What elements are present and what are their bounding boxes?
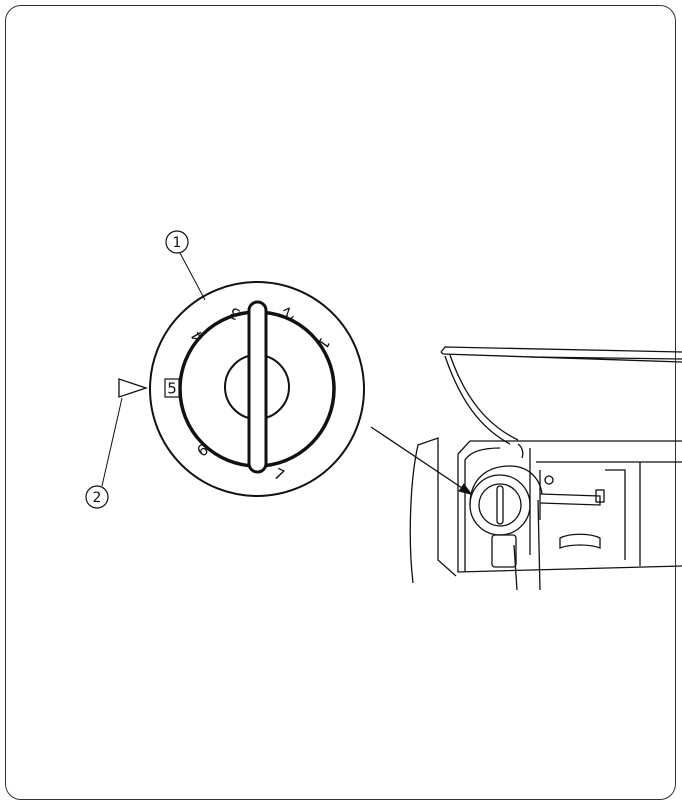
callout-2: 2 — [85, 397, 123, 509]
page-border — [5, 5, 676, 800]
machine-dial-housing — [469, 465, 543, 506]
machine-dial-inner — [478, 483, 522, 527]
machine-lid-line — [529, 356, 682, 360]
machine-side-detail — [605, 462, 641, 566]
location-arrow — [370, 426, 473, 496]
machine-illustration — [409, 346, 682, 591]
machine-screw-hole — [544, 475, 554, 485]
machine-thread-line-2 — [537, 499, 541, 591]
dial-enlarged: 3 2 1 4 6 7 5 — [118, 281, 365, 497]
machine-front-panel — [457, 440, 682, 573]
setting-mark-triangle — [118, 378, 149, 398]
callout-2-leader — [101, 397, 123, 487]
callout-1-number: 1 — [173, 235, 182, 251]
machine-inner-frame — [529, 448, 682, 555]
callout-2-number: 2 — [93, 490, 102, 506]
machine-lower-slot — [559, 533, 601, 549]
machine-lid — [440, 346, 682, 363]
machine-thread-line-1 — [513, 544, 518, 591]
machine-shaft — [539, 493, 601, 506]
callout-1: 1 — [165, 230, 206, 301]
machine-lower-knob — [491, 534, 517, 568]
callout-1-leader — [179, 252, 206, 301]
machine-dial-bar — [496, 485, 504, 525]
dial-selected-number: 5 — [167, 380, 177, 398]
machine-front-edge — [464, 447, 501, 572]
machine-lid-arm — [444, 354, 519, 445]
machine-left-casing — [409, 437, 457, 584]
machine-hook — [517, 443, 524, 459]
machine-bracket — [595, 489, 605, 503]
dial-selected-box — [164, 378, 180, 398]
callout-1-circle — [165, 230, 189, 254]
callout-2-circle — [85, 485, 109, 509]
dial-grip-bar — [247, 300, 268, 474]
